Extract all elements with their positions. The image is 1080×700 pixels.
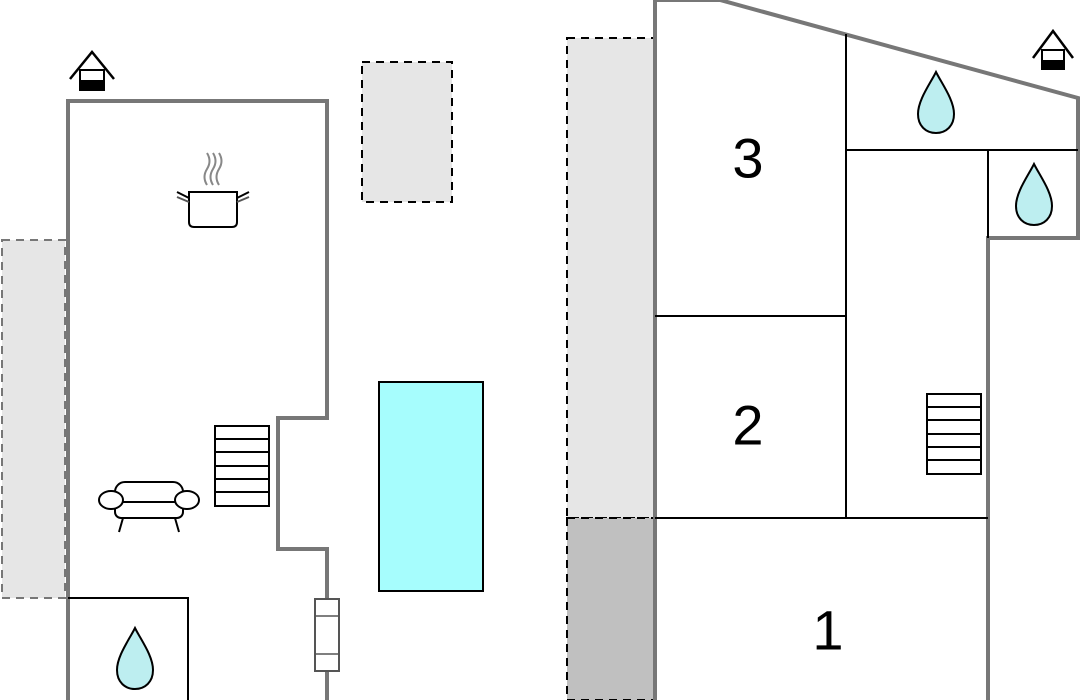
stairs-icon: [926, 393, 982, 475]
sofa-icon: [98, 481, 200, 533]
upper-floor-inner-walls: [655, 34, 1078, 519]
upper-floor: 3 2 1: [566, 0, 1080, 700]
swimming-pool: [378, 381, 484, 592]
terrace-left: [1, 239, 66, 599]
water-drop-icon: [916, 69, 956, 135]
room-number-1: 1: [812, 599, 843, 662]
ground-floor: [1, 50, 484, 700]
room-number-2: 2: [732, 394, 763, 457]
house-entrance-icon: [1031, 28, 1075, 70]
upper-floor-outer-wall: [653, 0, 1080, 700]
house-entrance-icon: [69, 50, 115, 91]
water-drop-icon: [1014, 161, 1054, 227]
stairs-icon: [214, 425, 270, 507]
terrace-covered: [566, 517, 656, 700]
water-drop-icon: [115, 625, 155, 691]
ground-bathroom-wall: [68, 597, 189, 700]
door-icon: [314, 598, 340, 672]
ground-floor-outer-wall: [66, 99, 329, 700]
terrace-upper: [566, 37, 656, 519]
room-number-3: 3: [732, 127, 763, 190]
cooking-pot-icon: [176, 152, 250, 228]
outdoor-area-top: [361, 61, 453, 203]
